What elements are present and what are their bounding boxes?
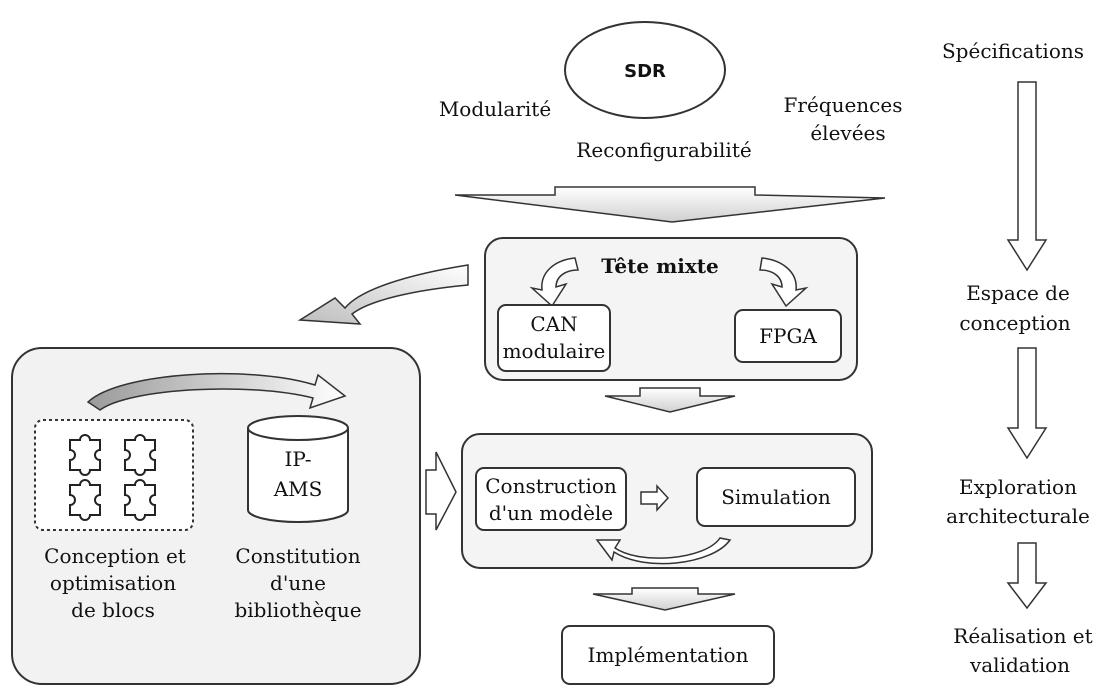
library-to-exploration-arrow [425, 451, 457, 531]
sdr-down-arrow [454, 186, 886, 223]
tete-to-exploration-arrow [604, 387, 736, 413]
simulation-label: Simulation [721, 485, 831, 509]
construction-to-simulation-arrow [640, 484, 670, 512]
sdr-node: SDR [564, 21, 726, 119]
conception-label-line3: de blocs [71, 598, 155, 622]
conception-label-line1: Conception et [44, 544, 186, 568]
espace-down-arrow [1006, 347, 1048, 460]
modularite-label: Modularité [439, 97, 551, 121]
to-library-curved-arrow [297, 264, 469, 325]
can-modulaire-box [497, 304, 611, 372]
frequences-label-line2: élevées [810, 121, 885, 145]
implementation-label: Implémentation [588, 643, 749, 667]
espace-label-line1: Espace de [966, 281, 1070, 305]
tete-mixte-left-curved-arrow [529, 257, 579, 308]
can-label-line2: modulaire [503, 339, 606, 363]
exploration-label-line2: architecturale [946, 504, 1090, 528]
specifications-down-arrow [1006, 81, 1048, 272]
library-curved-arrow [86, 372, 347, 411]
reconfigurabilite-label: Reconfigurabilité [576, 138, 751, 162]
ip-ams-label-line2: AMS [273, 477, 323, 501]
tete-mixte-panel: Tête mixte CAN modulaire FPGA [484, 237, 858, 381]
implementation-box [561, 625, 775, 685]
exploration-to-implementation-arrow [592, 587, 736, 611]
realisation-label-line1: Réalisation et [953, 624, 1092, 648]
simulation-return-arrow [595, 537, 732, 565]
simulation-box [696, 467, 856, 527]
tete-mixte-title: Tête mixte [601, 254, 718, 278]
fpga-label: FPGA [759, 324, 817, 348]
library-panel: IP- AMS Conception et optimisation de bl… [11, 347, 421, 685]
constitution-label-line2: d'une [270, 571, 326, 595]
specifications-label: Spécifications [942, 39, 1084, 63]
ip-ams-label-line1: IP- [284, 447, 311, 471]
ip-ams-cylinder: IP- AMS [247, 415, 349, 523]
construction-label-line2: d'un modèle [489, 501, 613, 525]
fpga-box [734, 309, 842, 363]
can-label-line1: CAN [530, 312, 577, 336]
sdr-ellipse [564, 21, 726, 119]
frequences-label-line1: Fréquences [784, 93, 903, 117]
design-flow-column: Spécifications Espace de conception Expl… [942, 39, 1093, 677]
espace-label-line2: conception [959, 311, 1070, 335]
puzzle-pieces-icon [69, 434, 156, 521]
tete-mixte-right-curved-arrow [759, 257, 809, 308]
construction-box [475, 467, 627, 531]
constitution-label-line1: Constitution [235, 544, 360, 568]
puzzle-blocks-box [34, 419, 194, 531]
exploration-panel: Construction d'un modèle Simulation [461, 433, 873, 569]
constitution-label-line3: bibliothèque [234, 598, 361, 622]
exploration-label-line1: Exploration [959, 475, 1077, 499]
construction-label-line1: Construction [485, 474, 617, 498]
sdr-label: SDR [624, 61, 666, 82]
conception-label-line2: optimisation [50, 571, 176, 595]
realisation-label-line2: validation [969, 653, 1070, 677]
exploration-down-arrow [1006, 542, 1048, 610]
